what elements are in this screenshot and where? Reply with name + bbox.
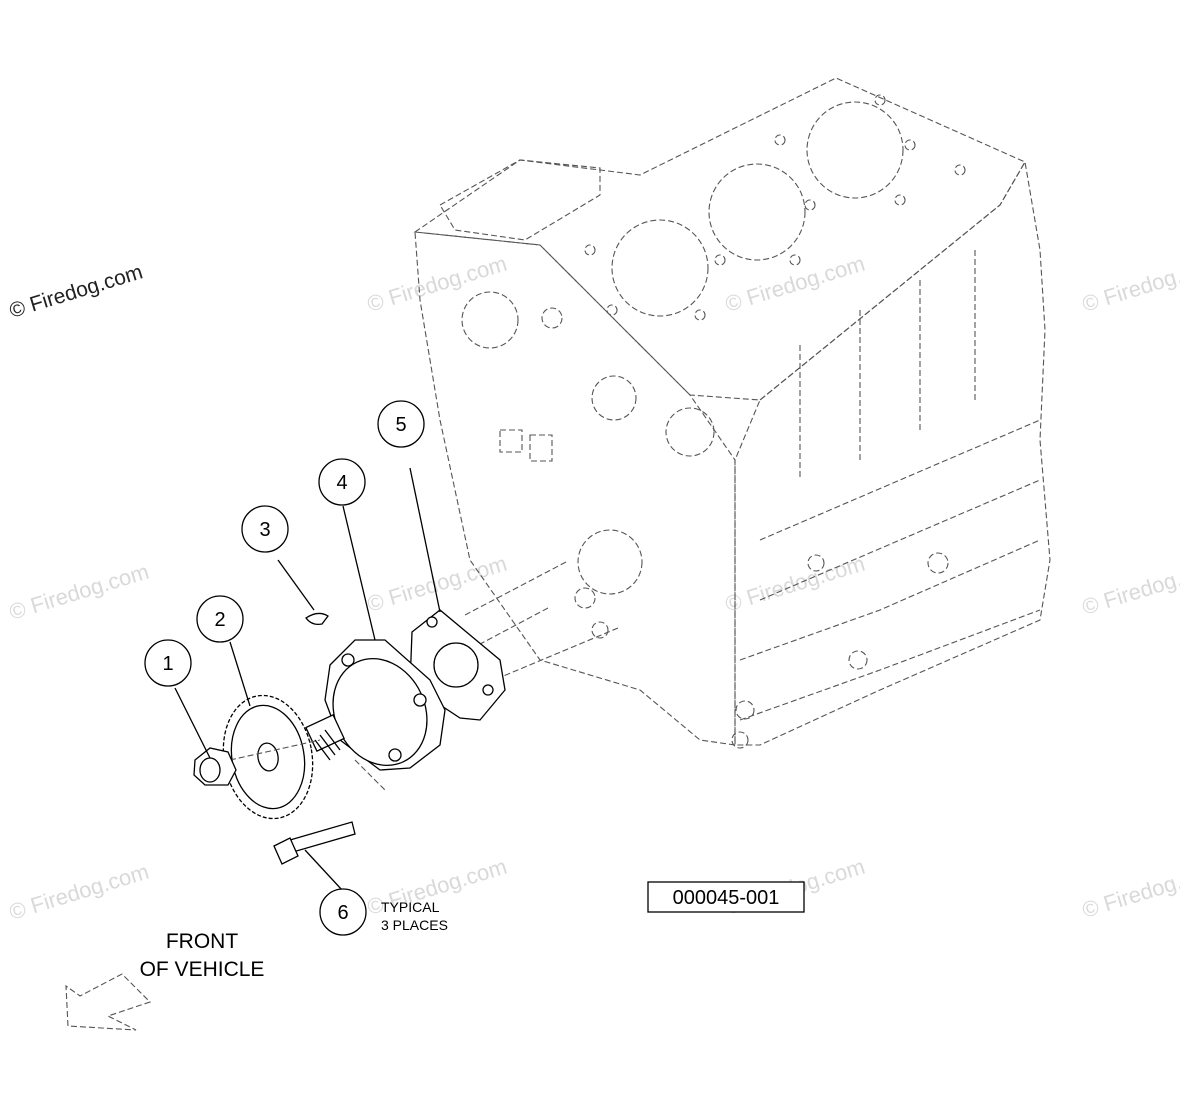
callout-label: 5 (395, 414, 406, 436)
watermark-text: © Firedog.com (722, 251, 868, 317)
watermark-layer: © Firedog.com © Firedog.com © Firedog.co… (6, 251, 1180, 925)
watermark-text: © Firedog.com (722, 551, 868, 617)
callout-2: 2 (196, 595, 244, 643)
watermark-text: © Firedog.com (1079, 857, 1180, 923)
callout-label: 2 (214, 609, 225, 631)
front-arrow-icon (65, 973, 152, 1031)
watermark-text: © Firedog.com (364, 251, 510, 317)
watermark-text: © Firedog.com (1079, 554, 1180, 620)
gear-part (222, 694, 314, 820)
note-line-2: 3 PLACES (381, 917, 448, 933)
bolt-part (273, 821, 356, 865)
direction-line-1: FRONT (166, 930, 238, 953)
key-part (305, 612, 329, 626)
callout-6: 6 (319, 888, 367, 936)
engine-block-phantom (413, 77, 1051, 749)
watermark-text: © Firedog.com (1079, 251, 1180, 317)
callout-label: 6 (337, 902, 348, 924)
callout-label: 4 (336, 472, 347, 494)
shaft-axis (229, 739, 321, 761)
callout-1: 1 (144, 639, 192, 687)
callout-label: 3 (259, 519, 270, 541)
figure-id-box: 000045-001 (647, 881, 805, 913)
callout-label: 1 (162, 653, 173, 675)
callout-3: 3 (241, 505, 289, 553)
callout-4: 4 (318, 458, 366, 506)
leader-lines (174, 467, 441, 891)
note-line-1: TYPICAL (381, 899, 440, 915)
watermark-text: © Firedog.com (6, 859, 152, 925)
brand-watermark: © Firedog.com (7, 260, 146, 322)
callout-5: 5 (377, 400, 425, 448)
watermark-text: © Firedog.com (6, 559, 152, 625)
direction-line-2: OF VEHICLE (140, 958, 265, 981)
figure-id: 000045-001 (673, 887, 780, 909)
oil-pump-part (305, 639, 446, 771)
watermark-text: © Firedog.com (364, 551, 510, 617)
